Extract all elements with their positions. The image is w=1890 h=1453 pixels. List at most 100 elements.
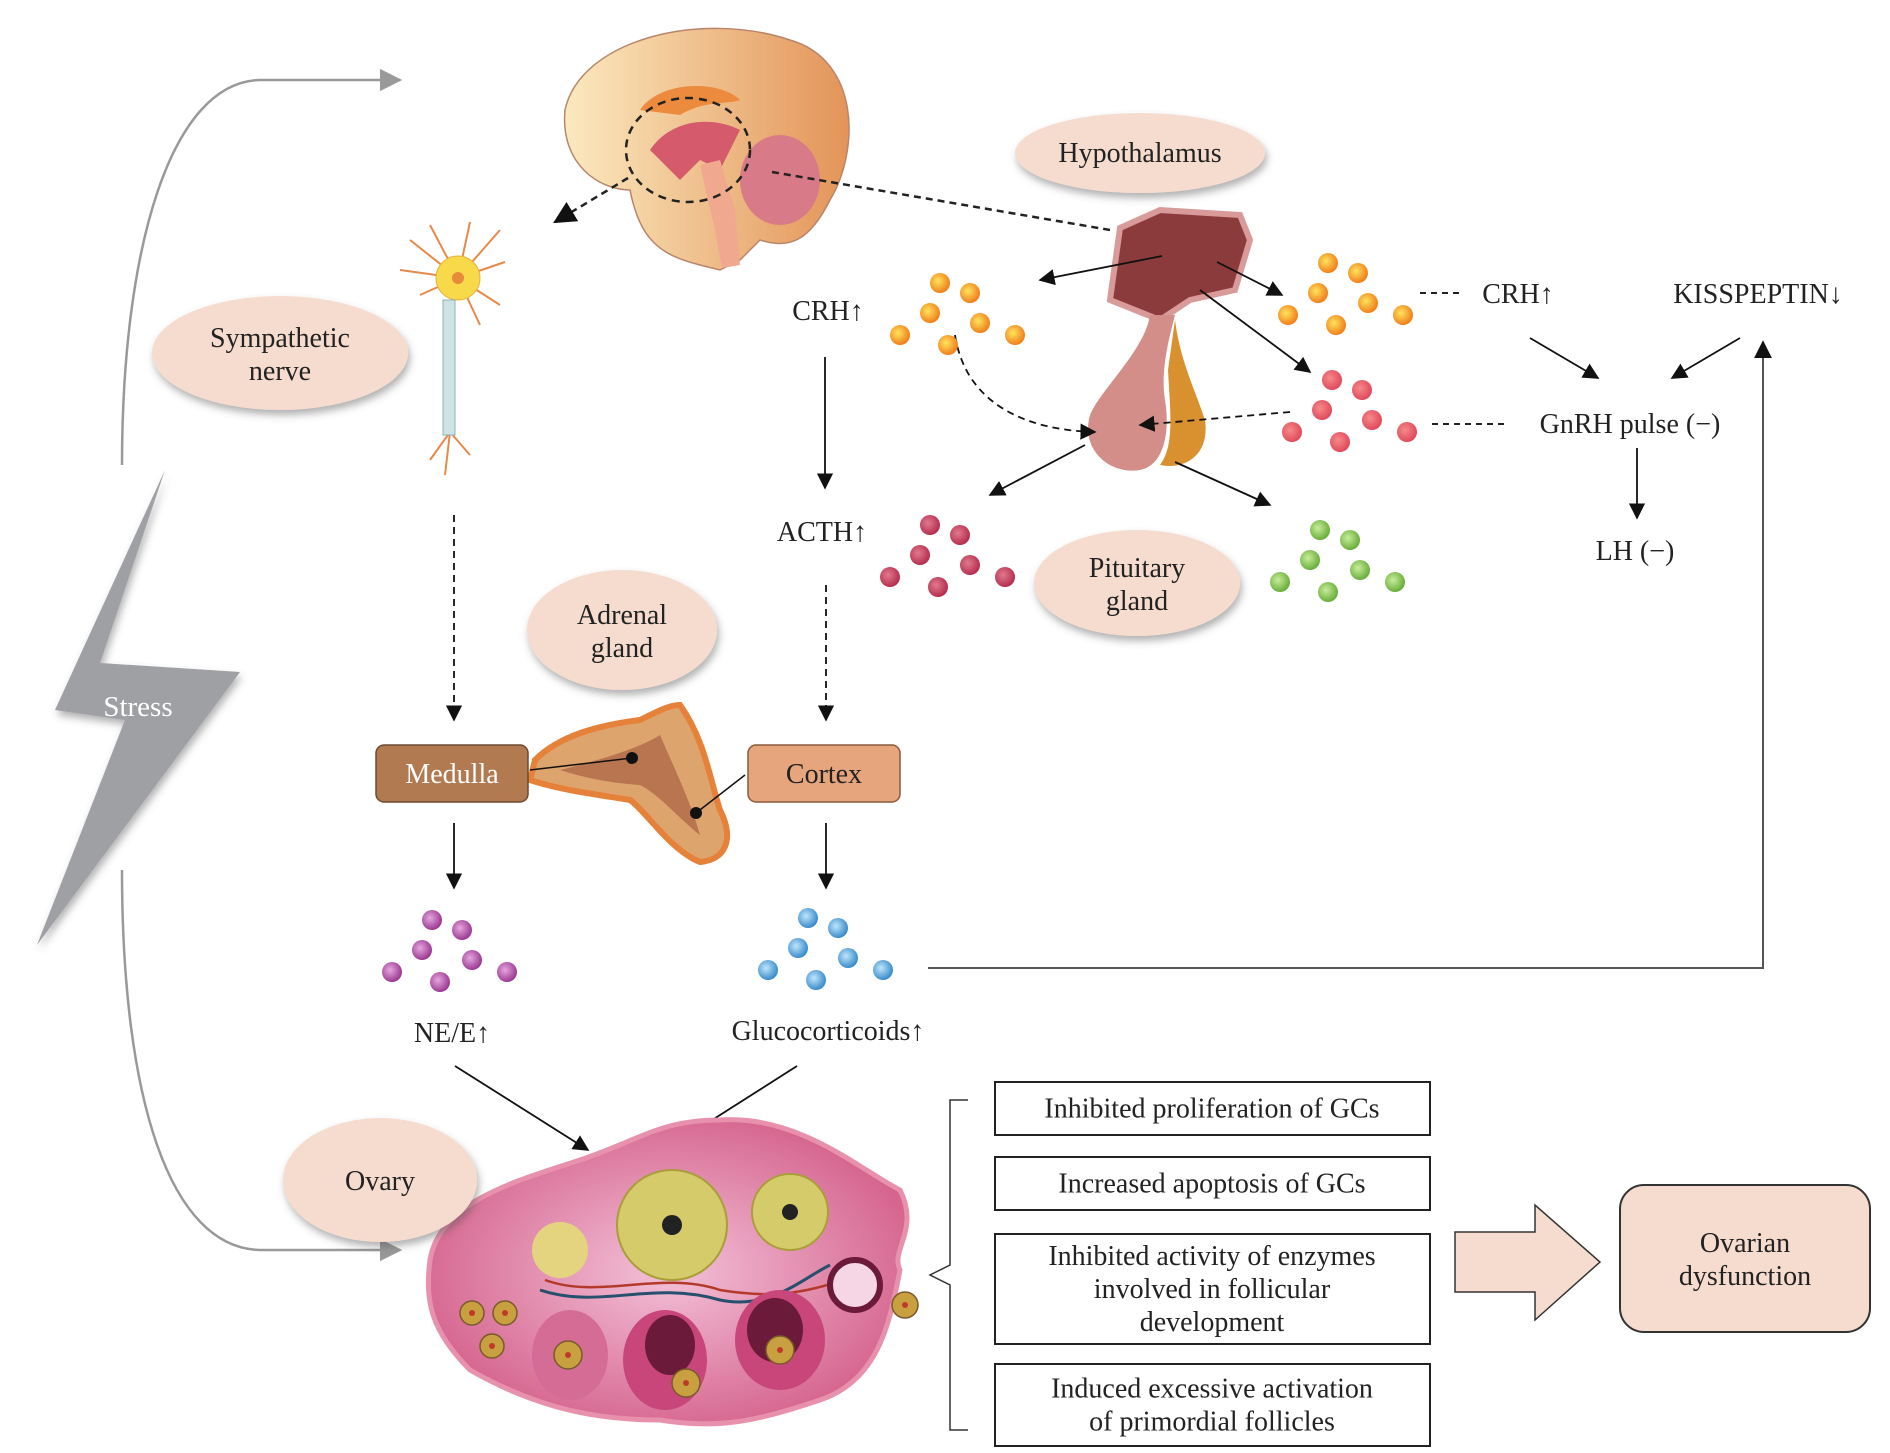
crh-left-dots (890, 273, 1025, 355)
hormone-dot (462, 950, 482, 970)
outcome-line1: Ovarian (1700, 1228, 1790, 1259)
hormone-dot-clusters (382, 253, 1417, 992)
hypothalamus-arrows (954, 255, 1312, 507)
adrenal-label-line2: gland (591, 633, 653, 664)
hormone-dot (828, 918, 848, 938)
effect-text: involved in follicular (1094, 1274, 1331, 1305)
hormone-dot (798, 908, 818, 928)
hormone-dot (938, 335, 958, 355)
effect-text: Inhibited activity of enzymes (1048, 1241, 1375, 1272)
hormone-dot (1350, 560, 1370, 580)
gnrh-dots (1282, 370, 1417, 452)
glucocorticoid-dots (758, 908, 893, 990)
acth-label: ACTH↑ (777, 517, 867, 548)
label-adrenal-gland: Adrenal gland (527, 570, 717, 690)
medulla-label: Medulla (405, 759, 499, 790)
hormone-dot (1326, 315, 1346, 335)
hormone-dot (788, 938, 808, 958)
stress-label: Stress (103, 691, 172, 723)
hormone-dot (1312, 400, 1332, 420)
label-ovary: Ovary (283, 1118, 477, 1242)
result-arrow-icon (1454, 1203, 1602, 1322)
brain-to-nerve-connector (553, 176, 629, 224)
hormone-dot (1005, 325, 1025, 345)
hormone-dot (1330, 432, 1350, 452)
ovary-icon (425, 1117, 919, 1427)
effects-bracket (928, 1099, 968, 1431)
ovary-label: Ovary (345, 1166, 415, 1197)
hormone-dot (412, 940, 432, 960)
outcome-box: Ovarian dysfunction (1619, 1184, 1871, 1333)
glucocorticoids-label: Glucocorticoids↑ (732, 1016, 925, 1047)
hormone-dot (928, 577, 948, 597)
hormone-dot (382, 962, 402, 982)
lh-label: LH (−) (1596, 536, 1675, 567)
gnrh-arrows (1529, 337, 1741, 520)
effect-text: of primordial follicles (1089, 1407, 1335, 1438)
outcome-line2: dysfunction (1679, 1261, 1811, 1292)
label-pituitary-gland: Pituitary gland (1034, 530, 1240, 636)
hormone-dot (1358, 293, 1378, 313)
hormone-dot (1310, 520, 1330, 540)
acth-dots (880, 515, 1015, 597)
hormone-dot (452, 920, 472, 940)
neuron-icon (399, 221, 506, 476)
hormone-dot (838, 948, 858, 968)
hormone-dot (1322, 370, 1342, 390)
crh-left-label: CRH↑ (792, 296, 864, 327)
hormone-dot (1362, 410, 1382, 430)
effects-list: Inhibited proliferation of GCsIncreased … (994, 1081, 1431, 1447)
hormone-dot (1278, 305, 1298, 325)
ne-e-label: NE/E↑ (414, 1018, 490, 1049)
effect-box: Increased apoptosis of GCs (994, 1156, 1431, 1211)
effect-text: Induced excessive activation (1051, 1374, 1373, 1405)
hormone-dot (960, 555, 980, 575)
hormone-dot (1385, 572, 1405, 592)
hormone-dot (1318, 582, 1338, 602)
hormone-dot (920, 303, 940, 323)
hormone-dot (430, 972, 450, 992)
kisspeptin-label: KISSPEPTIN↓ (1673, 279, 1843, 310)
hormone-dot (1340, 530, 1360, 550)
hormone-dot (950, 525, 970, 545)
hormone-dot (1352, 380, 1372, 400)
hormone-dot (1282, 422, 1302, 442)
hormone-dot (1300, 550, 1320, 570)
effect-text: Inhibited proliferation of GCs (1044, 1094, 1379, 1125)
hormone-dot (1393, 305, 1413, 325)
cortex-box: Cortex (747, 744, 901, 803)
cortex-label: Cortex (786, 759, 862, 790)
label-hypothalamus: Hypothalamus (1015, 113, 1265, 193)
label-sympathetic-nerve: Sympathetic nerve (152, 296, 408, 410)
pituitary-label-line1: Pituitary (1089, 553, 1185, 584)
adrenal-gland-icon (526, 701, 746, 866)
ne-e-dots (382, 910, 517, 992)
sympathetic-label-line1: Sympathetic (210, 323, 350, 354)
hypothalamus-label: Hypothalamus (1058, 138, 1221, 169)
hormone-dot (910, 545, 930, 565)
hormone-dot (1308, 283, 1328, 303)
hormone-dot (920, 515, 940, 535)
glucocorticoid-feedback-line (928, 340, 1772, 969)
hormone-dot (970, 313, 990, 333)
effect-text: development (1140, 1307, 1285, 1338)
hormone-dot (995, 567, 1015, 587)
medulla-box: Medulla (375, 744, 529, 803)
hormone-dot (806, 970, 826, 990)
gnrh-label: GnRH pulse (−) (1540, 409, 1721, 440)
adrenal-label-line1: Adrenal (577, 600, 667, 631)
hormone-dot (1348, 263, 1368, 283)
hormone-dot (960, 283, 980, 303)
hormone-dot (880, 567, 900, 587)
hormone-dot (758, 960, 778, 980)
hormone-dot (930, 273, 950, 293)
hormone-dot (890, 325, 910, 345)
stress-pathway-lines (120, 68, 403, 1262)
hormone-dot (1397, 422, 1417, 442)
hormone-dot (497, 962, 517, 982)
hypothalamus-pituitary-icon (1088, 206, 1254, 471)
hormone-dot (873, 960, 893, 980)
